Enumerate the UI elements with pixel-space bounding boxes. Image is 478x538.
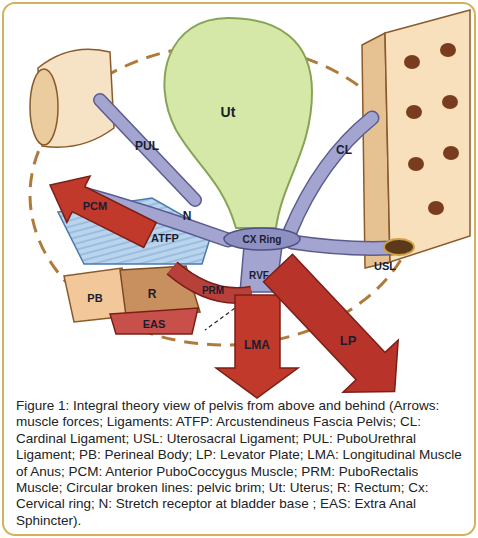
sacral-foramen bbox=[408, 157, 424, 171]
part-label: R bbox=[148, 288, 157, 300]
sacral-foramen bbox=[440, 43, 456, 57]
pubourethral-ligament bbox=[100, 100, 195, 200]
part-label: PRM bbox=[202, 286, 224, 296]
sacral-foramen bbox=[428, 201, 444, 215]
uterosacral-insertion bbox=[384, 239, 414, 255]
cardinal-ligament bbox=[290, 118, 372, 232]
puborectalis-muscle bbox=[172, 268, 252, 296]
force-arrow bbox=[264, 254, 399, 392]
part-label: LP bbox=[340, 334, 357, 347]
ligament-outline bbox=[290, 118, 372, 232]
part-label: N bbox=[183, 210, 192, 222]
part-label: EAS bbox=[143, 319, 166, 330]
part-label: CL bbox=[336, 144, 352, 156]
force-arrow bbox=[50, 176, 156, 248]
part-label: USL bbox=[374, 261, 396, 272]
cervical-ring bbox=[224, 228, 300, 250]
external-anal-sphincter bbox=[110, 308, 198, 334]
part-label: PCM bbox=[83, 201, 107, 212]
part-label: Ut bbox=[221, 105, 236, 119]
part-label: PB bbox=[87, 293, 102, 304]
ligament-outline bbox=[292, 242, 392, 248]
sacral-foramen bbox=[443, 146, 459, 160]
force-arrow bbox=[216, 295, 298, 398]
puborectalis-outline bbox=[172, 268, 252, 296]
sacral-foramen bbox=[404, 55, 420, 69]
uterosacral-ligament bbox=[292, 242, 392, 248]
sacrum-face bbox=[385, 10, 470, 262]
sacral-foramen bbox=[406, 105, 422, 119]
sacral-foramen bbox=[442, 95, 458, 109]
part-label: LMA bbox=[244, 339, 270, 351]
figure-caption: Figure 1: Integral theory view of pelvis… bbox=[16, 398, 464, 529]
figure-frame bbox=[3, 3, 475, 535]
part-label: RVF bbox=[249, 271, 269, 281]
ligament-outline bbox=[100, 100, 195, 200]
part-label: PUL bbox=[135, 140, 159, 152]
part-label: CX Ring bbox=[243, 235, 282, 245]
pubic-symphysis bbox=[30, 69, 58, 145]
part-label: ATFP bbox=[151, 233, 179, 244]
